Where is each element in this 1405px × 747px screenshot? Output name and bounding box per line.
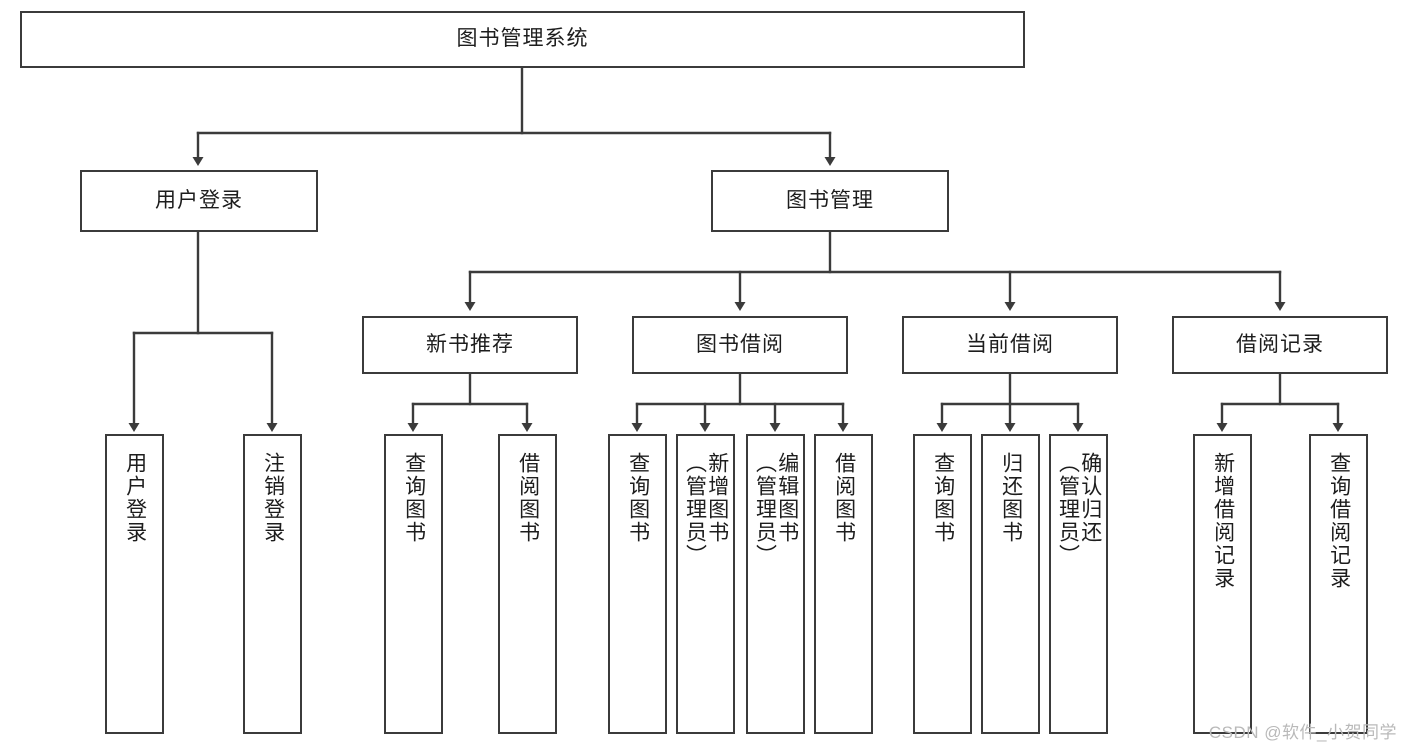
node-current-borrow[interactable]: 当前借阅 [902,316,1118,374]
node-user-login[interactable]: 用户登录 [80,170,318,232]
node-label: 新增借阅记录 [1211,452,1235,590]
node-new-book-recommendation[interactable]: 新书推荐 [362,316,578,374]
csdn-watermark: CSDN @软件_小贺同学 [1208,723,1397,742]
node-label: 借阅记录 [1236,332,1324,356]
node-label: 借阅图书 [516,452,540,544]
node-borrow-record[interactable]: 借阅记录 [1172,316,1388,374]
node-label: 图书借阅 [696,332,784,356]
node-label: 查询借阅记录 [1327,452,1351,590]
leaf-user-logout[interactable]: 注销登录 [243,434,302,734]
leaf-query-book-current[interactable]: 查询图书 [913,434,972,734]
node-label: 注销登录 [261,452,285,544]
node-label: 新增图书 （管理员） [683,452,729,567]
leaf-edit-book-admin[interactable]: 编辑图书 （管理员） [746,434,805,734]
node-label: 查询图书 [931,452,955,544]
leaf-borrow-book-new-book[interactable]: 借阅图书 [498,434,557,734]
node-label: 用户登录 [123,452,147,544]
node-label: 查询图书 [626,452,650,544]
leaf-add-book-admin[interactable]: 新增图书 （管理员） [676,434,735,734]
leaf-user-login[interactable]: 用户登录 [105,434,164,734]
node-label: 确认归还 （管理员） [1056,452,1102,567]
leaf-query-borrow-record[interactable]: 查询借阅记录 [1309,434,1368,734]
leaf-query-book-borrow[interactable]: 查询图书 [608,434,667,734]
leaf-borrow-book[interactable]: 借阅图书 [814,434,873,734]
node-label: 用户登录 [155,188,243,212]
leaf-query-book-new-book[interactable]: 查询图书 [384,434,443,734]
node-label: 图书管理 [786,188,874,212]
node-label: 借阅图书 [832,452,856,544]
node-label: 归还图书 [999,452,1023,544]
node-book-borrow[interactable]: 图书借阅 [632,316,848,374]
node-label: 查询图书 [402,452,426,544]
node-label: 图书管理系统 [456,27,589,51]
node-label: 新书推荐 [426,332,514,356]
leaf-confirm-return-admin[interactable]: 确认归还 （管理员） [1049,434,1108,734]
node-label: 当前借阅 [966,332,1054,356]
node-book-management[interactable]: 图书管理 [711,170,949,232]
node-root-book-management-system[interactable]: 图书管理系统 [20,11,1025,68]
node-label: 编辑图书 （管理员） [753,452,799,567]
leaf-add-borrow-record[interactable]: 新增借阅记录 [1193,434,1252,734]
leaf-return-book[interactable]: 归还图书 [981,434,1040,734]
